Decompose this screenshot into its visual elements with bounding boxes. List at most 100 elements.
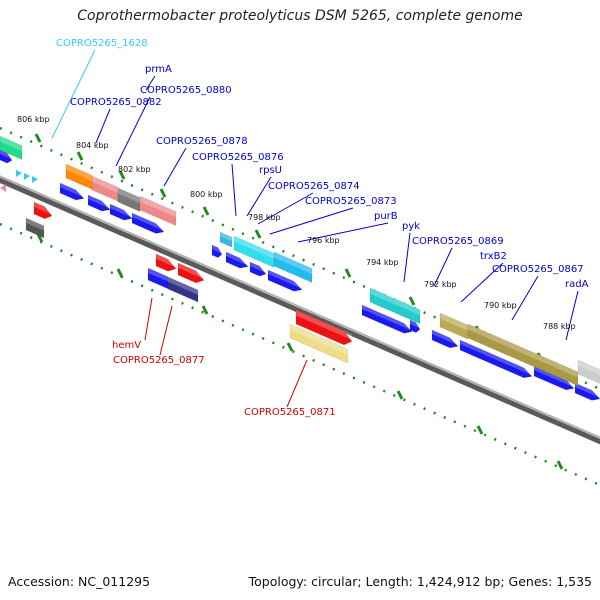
reverse-gene-red[interactable] — [33, 201, 53, 219]
genome-backbone — [0, 175, 600, 445]
major-tick — [408, 296, 416, 306]
reverse-gene-red-sheen — [34, 202, 52, 215]
reverse-gene-yellow-sheen — [290, 324, 348, 355]
gene-label[interactable]: trxB2 — [480, 251, 507, 262]
forward-gene-arrow[interactable] — [225, 251, 249, 269]
forward-gene-arrow[interactable] — [459, 339, 533, 379]
backbone-highlight-line — [0, 175, 600, 439]
gene-label[interactable]: radA — [565, 279, 589, 290]
major-tick — [159, 188, 167, 198]
major-tick — [118, 170, 126, 180]
forward-gene-arrow[interactable] — [249, 261, 267, 277]
reverse-gene-navy[interactable] — [167, 276, 199, 303]
forward-gene-arrow-sheen — [575, 383, 600, 398]
tick-label: 792 kbp — [424, 280, 457, 289]
gene-box-grey[interactable] — [117, 187, 141, 212]
tick-label: 800 kbp — [190, 190, 223, 199]
gene-label[interactable]: COPRO5265_0871 — [244, 407, 336, 418]
gene-box-teal[interactable] — [369, 287, 421, 325]
forward-gene-arrow-sheen — [88, 195, 110, 209]
gene-label[interactable]: COPRO5265_0874 — [268, 181, 360, 192]
reverse-gene-red-long[interactable] — [295, 309, 353, 346]
gene-box-salmon-sheen — [140, 196, 176, 218]
gene-box-light-grey[interactable] — [577, 359, 600, 387]
major-tick — [76, 151, 84, 161]
forward-gene-arrow-sheen — [212, 245, 222, 254]
forward-gene-arrow-sheen — [0, 150, 12, 160]
callout-line — [565, 290, 579, 341]
genome-summary-text: Topology: circular; Length: 1,424,912 bp… — [248, 574, 592, 589]
major-tick — [254, 229, 262, 239]
gene-box-cyan-blue[interactable] — [273, 251, 313, 283]
forward-gene-arrow-sheen — [410, 320, 420, 329]
callout-line — [51, 49, 96, 139]
gene-box-salmon[interactable] — [139, 195, 177, 227]
forward-gene-arrow-sheen — [250, 262, 266, 273]
tick-label: 790 kbp — [484, 301, 517, 310]
pink-gene-arrow[interactable] — [0, 184, 6, 192]
gene-label[interactable]: COPRO5265_0880 — [140, 85, 232, 96]
gene-label[interactable]: COPRO5265_0878 — [156, 136, 248, 147]
gene-label[interactable]: COPRO5265_0882 — [70, 97, 162, 108]
forward-gene-arrow[interactable] — [87, 194, 111, 212]
forward-gene-arrow-sheen — [432, 330, 458, 346]
callout-line — [163, 147, 187, 187]
forward-gene-arrow[interactable] — [211, 244, 223, 258]
gene-label[interactable]: COPRO5265_0873 — [305, 196, 397, 207]
gene-label[interactable]: rpsU — [259, 165, 282, 176]
gene-label[interactable]: prmA — [145, 64, 172, 75]
gene-label[interactable]: COPRO5265_0869 — [412, 236, 504, 247]
gene-label[interactable]: pyk — [402, 221, 420, 232]
small-gene-arrow[interactable] — [32, 176, 38, 183]
callout-line — [269, 207, 354, 235]
accession-text: Accession: NC_011295 — [8, 574, 151, 589]
small-gene-arrow[interactable] — [16, 170, 22, 177]
forward-gene-arrow[interactable] — [431, 329, 459, 349]
major-tick — [344, 268, 352, 278]
forward-gene-arrow[interactable] — [131, 212, 165, 234]
gene-box-olive[interactable] — [439, 312, 469, 340]
gene-label[interactable]: COPRO5265_0867 — [492, 264, 584, 275]
major-tick — [34, 133, 42, 143]
forward-gene-arrow-sheen — [132, 213, 164, 231]
callout-line — [460, 262, 504, 303]
reverse-gene-red-long-sheen — [296, 310, 352, 340]
tick-label: 804 kbp — [76, 141, 109, 150]
forward-gene-arrow-sheen — [226, 252, 248, 266]
forward-gene-arrow[interactable] — [361, 304, 413, 334]
gene-label[interactable]: COPRO5265_0876 — [192, 152, 284, 163]
gene-label[interactable]: COPRO5265_1628 — [56, 38, 148, 49]
major-tick — [202, 206, 210, 216]
callout-line — [159, 305, 173, 356]
forward-gene-arrow[interactable] — [409, 319, 421, 333]
forward-gene-arrow[interactable] — [59, 182, 85, 201]
reverse-gene-red[interactable] — [177, 262, 205, 284]
forward-gene-arrow[interactable] — [267, 269, 303, 292]
callout-line — [511, 275, 539, 321]
gene-box-salmon-sheen — [92, 176, 118, 193]
gene-label[interactable]: purB — [374, 211, 398, 222]
forward-gene-arrow[interactable] — [109, 203, 133, 221]
gene-box-cyan-small[interactable] — [219, 231, 233, 248]
gene-label[interactable]: COPRO5265_0877 — [113, 355, 205, 366]
forward-gene-arrow-sheen — [362, 305, 412, 331]
reverse-gene-red[interactable] — [155, 253, 177, 272]
tick-label: 796 kbp — [307, 236, 340, 245]
small-gene-arrow[interactable] — [24, 173, 30, 180]
callout-line — [286, 359, 308, 408]
major-tick — [476, 425, 484, 435]
reverse-gene-yellow[interactable] — [289, 323, 349, 364]
gene-box-cyan[interactable] — [233, 235, 275, 268]
reverse-gene-dark[interactable] — [25, 217, 45, 239]
major-tick — [116, 268, 124, 278]
forward-gene-arrow-sheen — [110, 204, 132, 218]
gene-callouts — [51, 49, 579, 408]
gene-label[interactable]: hemV — [112, 340, 141, 351]
gene-box-green[interactable] — [0, 135, 23, 160]
gene-box-olive-long[interactable] — [467, 323, 579, 387]
forward-gene-arrow[interactable] — [574, 382, 600, 401]
major-tick — [556, 460, 564, 470]
gene-labels: COPRO5265_1628prmACOPRO5265_0880COPRO526… — [56, 38, 589, 418]
